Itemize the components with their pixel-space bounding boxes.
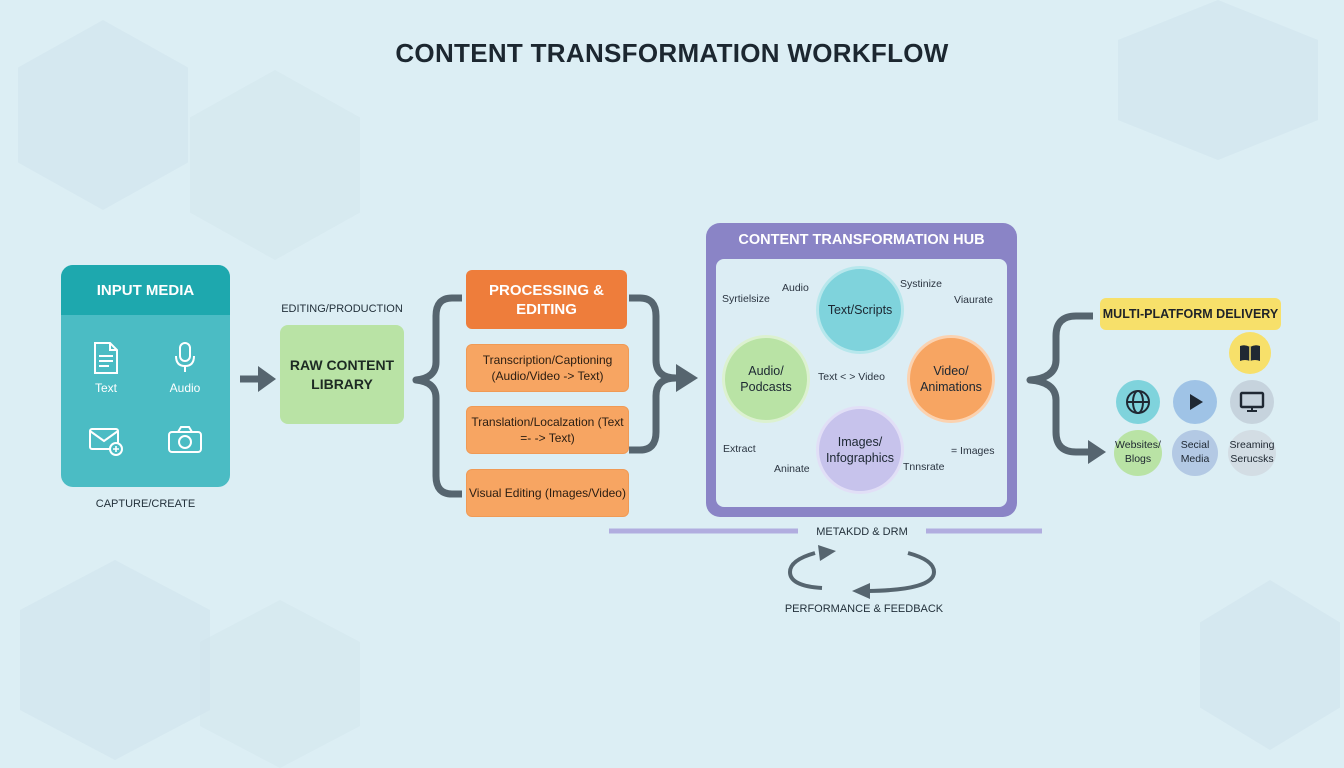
- arrow-head-to-hub: [676, 364, 698, 392]
- page-title: CONTENT TRANSFORMATION WORKFLOW: [395, 38, 949, 68]
- hub-label-audio: Audio: [782, 282, 809, 294]
- media-item-email: [71, 425, 141, 463]
- processing-item-translation: Translation/Localzation (Text =- -> Text…: [466, 406, 629, 454]
- arrow-head-delivery: [1088, 440, 1106, 464]
- globe-icon: [1116, 380, 1160, 424]
- media-item-camera: [150, 425, 220, 461]
- hub-node-images-infographics: Images/ Infographics: [816, 406, 904, 494]
- channel-label-social-media: Secial Media: [1180, 439, 1210, 465]
- hub-label-images: = Images: [951, 445, 995, 457]
- hub-node-video-animations: Video/ Animations: [907, 335, 995, 423]
- hub-label-synthesize-left: Syrtielsize: [722, 293, 770, 305]
- hub-node-text-scripts: Text/Scripts: [816, 266, 904, 354]
- bracket-left-processing: [412, 294, 462, 498]
- transformation-hub-title: CONTENT TRANSFORMATION HUB: [738, 232, 985, 248]
- email-icon: [89, 428, 123, 456]
- microphone-icon: [175, 342, 195, 372]
- hub-label-extract: Extract: [723, 443, 756, 455]
- editing-production-label: EDITING/PRODUCTION: [281, 303, 403, 315]
- channel-social-media: [1172, 430, 1218, 476]
- hub-label-translate: Tnnsrate: [903, 461, 945, 473]
- processing-item-visual-editing: Visual Editing (Images/Video): [466, 469, 629, 517]
- raw-content-library: RAW CONTENT LIBRARY: [280, 325, 404, 424]
- channel-websites-blogs: [1114, 430, 1162, 476]
- media-item-audio: Audio: [150, 341, 220, 395]
- channel-label-websites-blogs: Websites/ Blogs: [1115, 439, 1161, 465]
- bracket-delivery: [1026, 312, 1093, 456]
- media-label-audio: Audio: [169, 381, 201, 395]
- hub-label-synthesize-right: Systinize: [900, 278, 943, 290]
- processing-item-transcription: Transcription/Captioning (Audio/Video ->…: [466, 344, 629, 392]
- camera-icon: [168, 426, 202, 453]
- media-item-text: Text: [71, 341, 141, 395]
- input-media-panel: INPUT MEDIA Text Audio: [61, 265, 230, 487]
- book-icon: [1229, 332, 1271, 374]
- metadata-drm-label: METAKDD & DRM: [816, 526, 908, 538]
- hub-label-animate: Aninate: [774, 463, 810, 475]
- document-icon: [94, 342, 118, 374]
- processing-header: PROCESSING & EDITING: [466, 270, 627, 329]
- media-label-text: Text: [94, 381, 117, 395]
- hub-node-audio-podcasts: Audio/ Podcasts: [722, 335, 810, 423]
- feedback-arc-left: [787, 551, 823, 590]
- channel-label-streaming-services: Sreaming Serucsks: [1229, 439, 1275, 465]
- hub-label-text-video: Text < > Video: [818, 371, 885, 383]
- arrow-head-input: [258, 366, 276, 392]
- delivery-header: MULTI-PLATFORM DELIVERY: [1100, 298, 1281, 330]
- play-icon: [1173, 380, 1217, 424]
- capture-create-label: CAPTURE/CREATE: [95, 498, 196, 510]
- bracket-right-processing: [629, 294, 677, 454]
- channel-streaming-services: [1228, 430, 1276, 476]
- monitor-icon: [1230, 380, 1274, 424]
- performance-feedback-label: PERFORMANCE & FEEDBACK: [784, 603, 944, 615]
- hub-label-narrate: Viaurate: [954, 294, 993, 306]
- input-media-header: INPUT MEDIA: [61, 265, 230, 315]
- feedback-arc-right: [867, 551, 937, 593]
